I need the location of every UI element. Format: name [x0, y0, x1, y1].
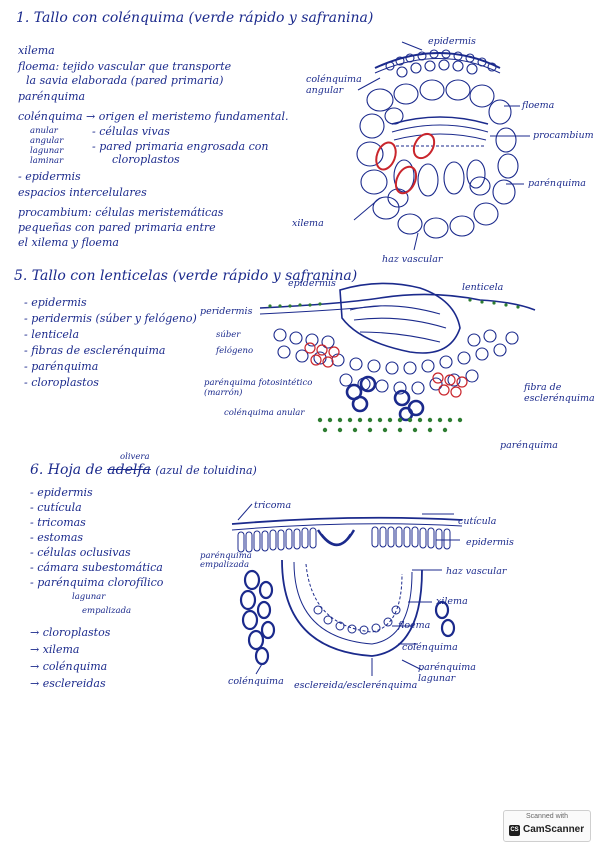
- s6-title-struck: adelfa: [107, 462, 151, 478]
- fig1-label-parenquima: parénquima: [528, 178, 586, 189]
- s1-item-0: xilema: [18, 44, 55, 57]
- s1-item-10: procambium: células meristemáticas: [18, 206, 224, 219]
- fig1-parenchyma-cells: [356, 79, 519, 239]
- s6-item-5: - cámara subestomática: [30, 561, 163, 574]
- fig6-label-emp: parénquima empalizada: [200, 551, 252, 570]
- fig6-label-epidermis: epidermis: [466, 537, 514, 548]
- s5-item-2: - lenticela: [24, 328, 80, 341]
- fig1-label-procambium: procambium: [533, 130, 594, 141]
- s1-item-9: espacios intercelulares: [18, 186, 147, 199]
- s6-more-1: → xilema: [30, 643, 80, 656]
- fig5-label-parenquima: parénquima: [500, 440, 558, 451]
- s6-title-b: (azul de toluidina): [155, 464, 257, 477]
- fig5-cortex-cells: [273, 328, 519, 395]
- s1-item-2: la savia elaborada (pared primaria): [26, 74, 224, 87]
- fig5-felogen-cells: [304, 342, 468, 398]
- s5-item-3: - fibras de esclerénquima: [24, 344, 166, 357]
- fig1-label-floema: floema: [522, 100, 555, 111]
- s6-title-insert: olivera: [120, 452, 150, 462]
- s6-item-4: - células oclusivas: [30, 546, 131, 559]
- fig1-label-epidermis: epidermis: [428, 36, 476, 47]
- section6-title: 6. Hoja de adelfa (azul de toluidina): [30, 462, 257, 478]
- figure-leaf: [231, 503, 463, 676]
- fig6-vascular-bundle: [281, 559, 423, 657]
- s1-item-8: - epidermis: [18, 170, 81, 183]
- fig5-label-parenquima-foto: parénquima fotosintético (marrón): [204, 378, 313, 398]
- camscanner-logo-icon: CS: [509, 825, 520, 836]
- fig5-label-lenticela: lenticela: [462, 282, 504, 293]
- s6-item-3: - estomas: [30, 531, 84, 544]
- fig1-label-colenquima: colénquima angular: [306, 74, 362, 96]
- s6-more-0: → cloroplastos: [30, 626, 111, 639]
- fig1-xylem-vessels: [375, 132, 436, 195]
- fig6-label-lagunar: parénquima lagunar: [418, 662, 476, 684]
- s6-title-a: 6. Hoja de: [30, 462, 103, 478]
- fig5-label-suber: súber: [216, 330, 241, 340]
- fig5-label-felogeno: felógeno: [216, 346, 254, 356]
- fig6-label-cuticula: cutícula: [458, 516, 497, 527]
- s1-type-1: angular: [30, 136, 64, 146]
- s6-sub-1: empalizada: [82, 606, 132, 616]
- s1-item-7: cloroplastos: [112, 153, 180, 166]
- fig5-label-peridermis: peridermis: [200, 306, 253, 317]
- figure-stem-collenchyma: [353, 41, 530, 251]
- s1-type-2: lagunar: [30, 146, 64, 156]
- fig1-vascular-bundle: [391, 116, 489, 197]
- fig6-label-xilema: xilema: [436, 596, 468, 607]
- fig6-palisade-cells: [237, 526, 451, 553]
- s1-item-12: el xilema y floema: [18, 236, 119, 249]
- fig1-epidermis-cells: [374, 49, 501, 78]
- s1-item-6: - pared primaria engrosada con: [92, 140, 269, 153]
- fig5-label-colenquima: colénquima anular: [224, 408, 305, 418]
- camscanner-stamp: Scanned with CS CamScanner: [503, 810, 591, 842]
- fig1-label-haz: haz vascular: [382, 254, 443, 265]
- s6-more-3: → esclereidas: [30, 677, 106, 690]
- fig6-label-haz: haz vascular: [446, 566, 507, 577]
- s1-item-4: colénquima → origen el meristemo fundame…: [18, 110, 289, 123]
- stamp-top-text: Scanned with: [525, 813, 569, 820]
- fig1-label-xilema: xilema: [292, 218, 324, 229]
- s6-sub-0: lagunar: [72, 592, 106, 602]
- s1-item-11: pequeñas con pared primaria entre: [18, 221, 216, 234]
- fig6-label-colenquima-b: colénquima: [228, 676, 284, 687]
- s6-item-1: - cutícula: [30, 501, 82, 514]
- s6-item-6: - parénquima clorofílico: [30, 576, 164, 589]
- s1-item-5: - células vivas: [92, 125, 170, 138]
- s5-item-1: - peridermis (súber y felógeno): [24, 312, 197, 325]
- fig5-label-fibra: fibra de esclerénquima: [524, 382, 595, 404]
- section1-title: 1. Tallo con colénquima (verde rápido y …: [16, 10, 374, 26]
- s5-item-5: - cloroplastos: [24, 376, 99, 389]
- stamp-brand: CamScanner: [523, 824, 585, 835]
- fig6-label-tricoma: tricoma: [254, 500, 292, 511]
- s1-type-3: laminar: [30, 156, 64, 166]
- section5-title: 5. Tallo con lenticelas (verde rápido y …: [14, 268, 358, 284]
- s1-type-0: anular: [30, 126, 58, 136]
- fig6-collenchyma-cells: [239, 569, 456, 666]
- s1-item-3: parénquima: [18, 90, 86, 103]
- s6-more-2: → colénquima: [30, 660, 108, 673]
- fig6-label-esclereida: esclereida/esclerénquima: [294, 680, 418, 691]
- fig6-label-floema: floema: [398, 620, 431, 631]
- s5-item-4: - parénquima: [24, 360, 99, 373]
- figure-stem-lenticel: [259, 282, 536, 433]
- s6-item-2: - tricomas: [30, 516, 86, 529]
- fig5-green-cells: [268, 298, 520, 433]
- fig5-label-epidermis: epidermis: [288, 278, 336, 289]
- s5-item-0: - epidermis: [24, 296, 87, 309]
- fig6-label-colenquima-r: colénquima: [402, 642, 458, 653]
- s6-item-0: - epidermis: [30, 486, 93, 499]
- s1-item-1: floema: tejido vascular que transporte: [18, 60, 232, 73]
